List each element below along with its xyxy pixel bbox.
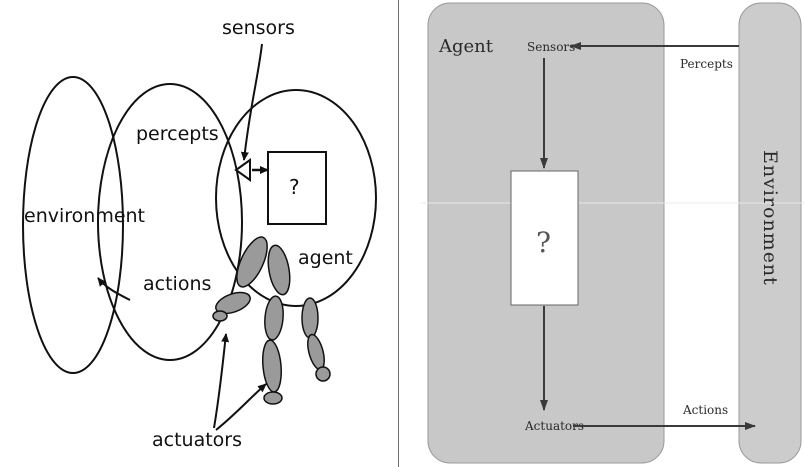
actions-pointer-arrow (97, 277, 131, 301)
environment-panel (738, 2, 802, 464)
sensor-eye-icon (234, 158, 251, 182)
actions-label: Actions (682, 403, 728, 417)
environment-ellipse (22, 76, 124, 374)
agent-label: agent (298, 247, 353, 269)
agent-ellipse (215, 89, 377, 307)
environment-label: environment (24, 205, 145, 227)
actuator-limbs (212, 236, 331, 405)
right-diagram-panel: Agent Sensors Percepts ? Actuators Actio… (421, 0, 804, 467)
actuators-label: actuators (152, 429, 242, 451)
question-box (510, 170, 579, 306)
actuators-pointer-arrow-upper (213, 333, 230, 429)
question-box (267, 151, 327, 225)
actuators-pointer-arrow-lower (215, 383, 267, 431)
question-mark-label: ? (289, 175, 300, 199)
environment-label: Environment (759, 150, 781, 286)
actions-label: actions (143, 273, 211, 295)
right-diagram-svg: Agent Sensors Percepts ? Actuators Actio… (421, 2, 804, 464)
percepts-label: Percepts (680, 57, 733, 71)
left-diagram-panel: ? sensors percepts environment actions a… (0, 0, 399, 467)
sensors-pointer-arrow (240, 43, 263, 161)
sensors-label: sensors (222, 17, 295, 39)
sensors-label: Sensors (527, 40, 575, 54)
agent-title: Agent (438, 36, 494, 57)
question-mark-label: ? (536, 226, 551, 259)
percepts-actions-loop (97, 83, 243, 361)
actuators-label: Actuators (524, 419, 584, 433)
percepts-label: percepts (136, 123, 219, 145)
left-diagram-svg: ? sensors percepts environment actions a… (22, 17, 377, 451)
panel-divider (399, 0, 421, 467)
